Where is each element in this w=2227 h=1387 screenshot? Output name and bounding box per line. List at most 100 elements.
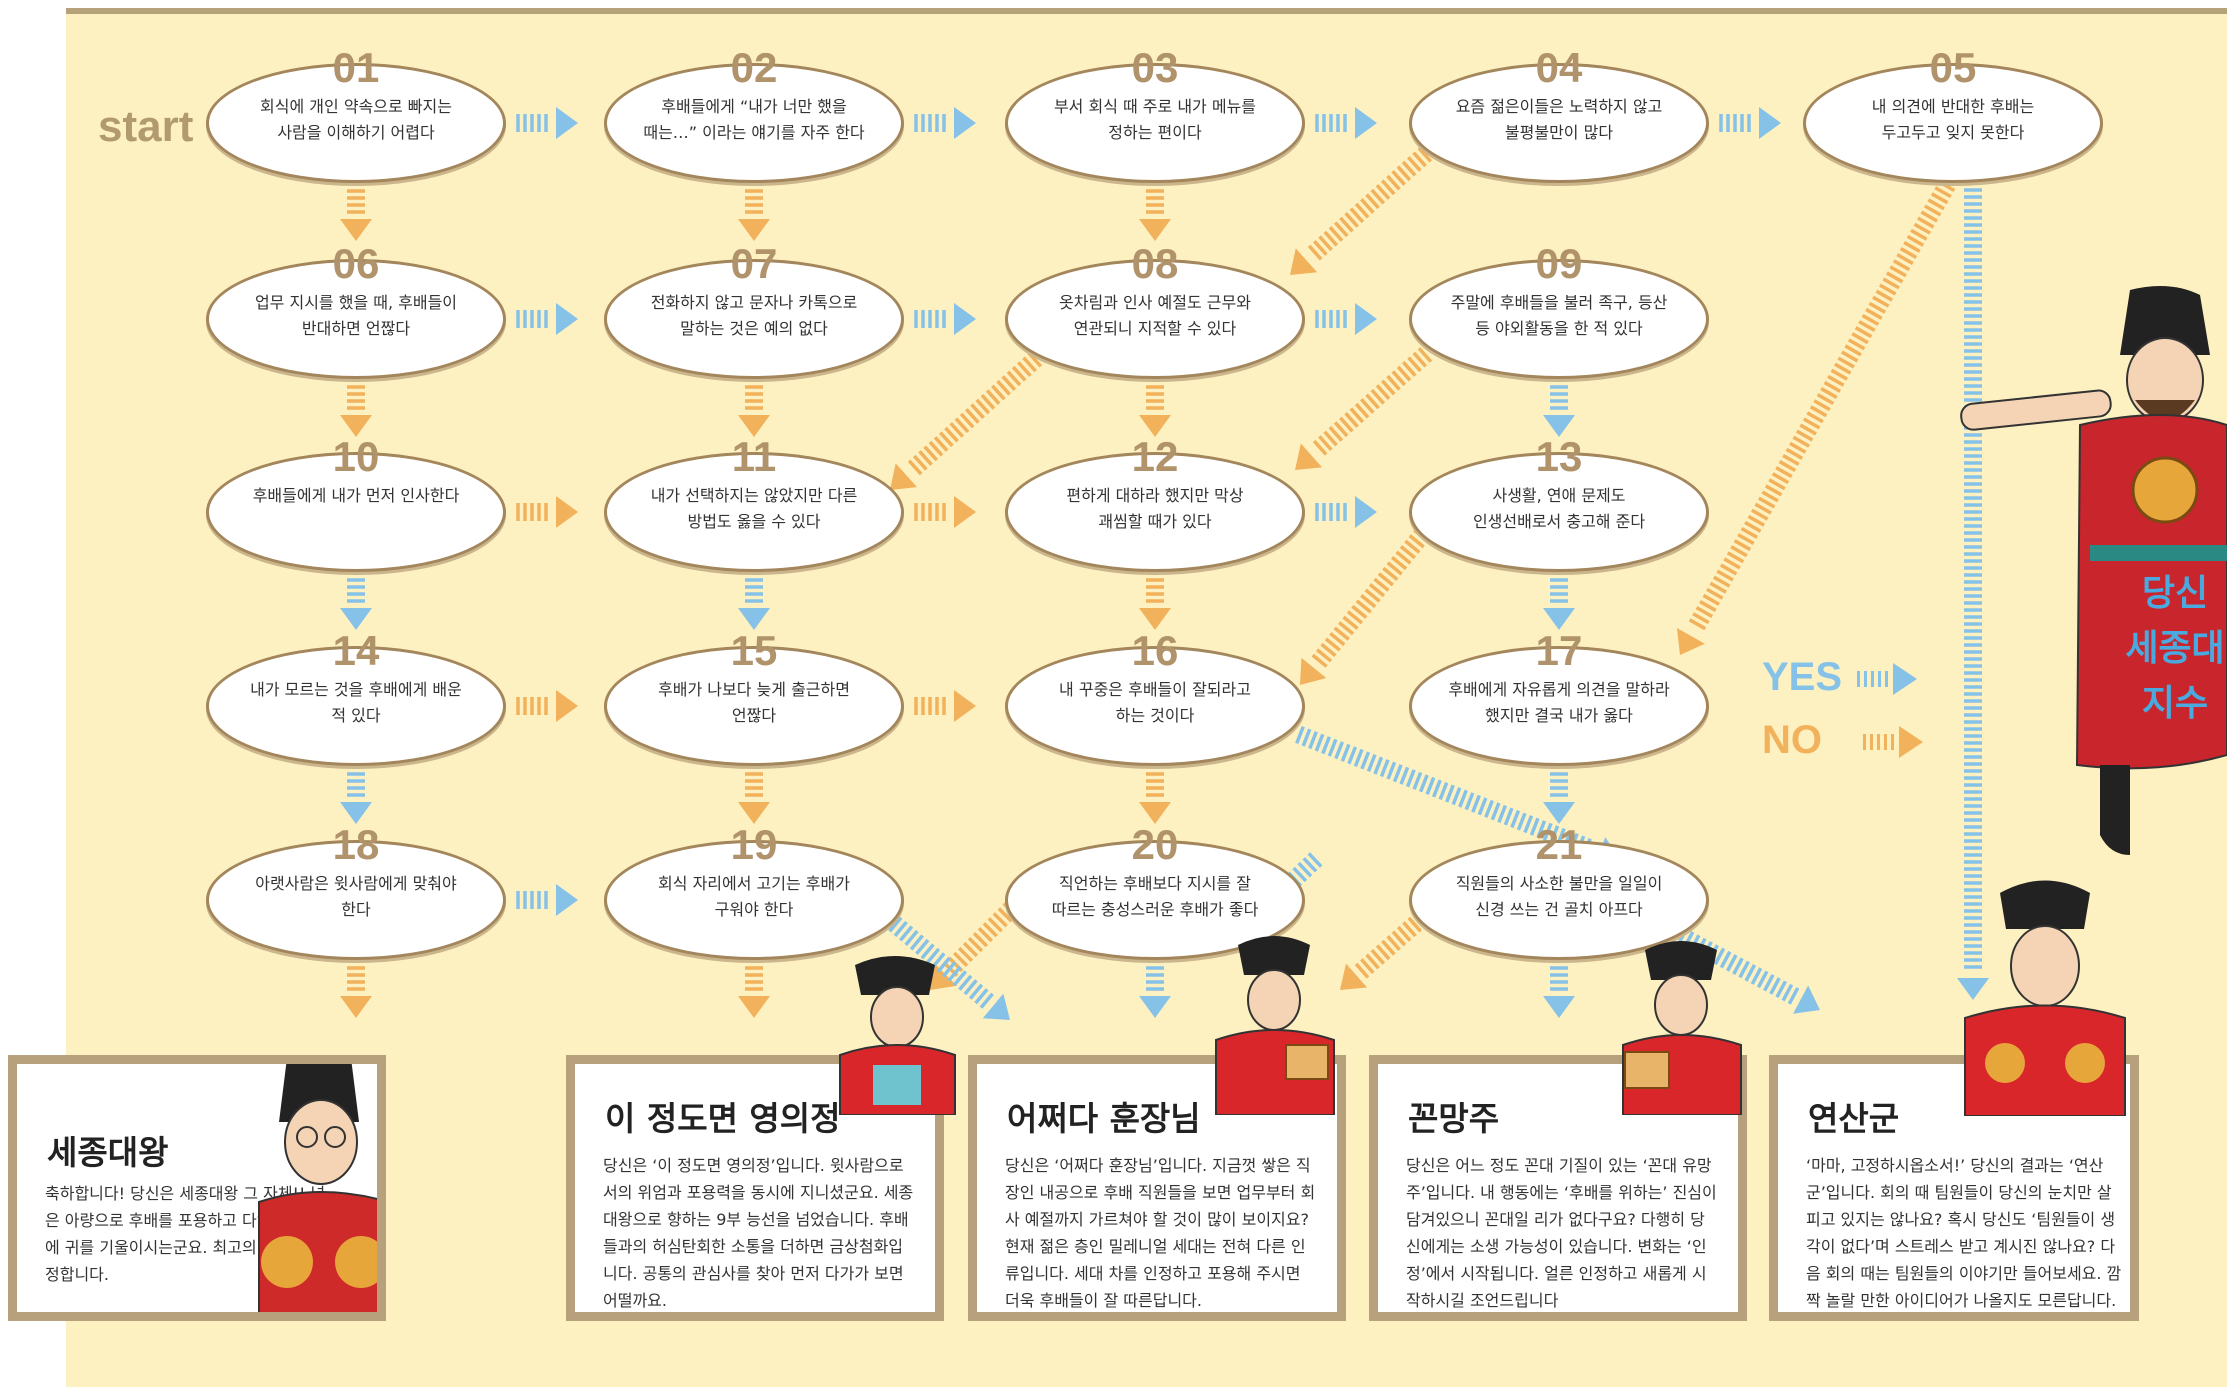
arrow-h-9 xyxy=(1315,496,1377,528)
legend-yes-label: YES xyxy=(1762,655,1843,699)
arrow-d-3 xyxy=(1300,517,1439,685)
result-title: 이 정도면 영의정 xyxy=(605,1099,841,1138)
arrow-d-0 xyxy=(1290,142,1438,275)
question-number: 04 xyxy=(1535,44,1583,91)
question-text: 내 꾸중은 후배들이 잘되라고 하는 것이다 xyxy=(1059,680,1251,725)
question-number: 15 xyxy=(730,627,778,674)
yeonguijeong-character-icon xyxy=(839,956,956,1115)
question-bubble-04: 04 요즘 젊은이들은 노력하지 않고 불평불만이 많다 xyxy=(1409,46,1709,183)
question-text: 후배들에게 “내가 너만 했을 때는…” 이라는 얘기를 자주 한다 xyxy=(643,97,865,142)
king-sejong-illustration: 당신 세종대 지수 xyxy=(1960,286,2227,855)
question-text: 아랫사람은 윗사람에게 맞춰야 한다 xyxy=(255,874,457,919)
arrow-v-9 xyxy=(1139,578,1171,630)
arrow-h-6 xyxy=(1315,303,1377,335)
question-text: 옷차림과 인사 예절도 근무와 연관되니 지적할 수 있다 xyxy=(1059,293,1251,338)
arrow-v-1 xyxy=(738,189,770,241)
arrow-h-11 xyxy=(914,690,976,722)
arrow-v-6 xyxy=(1543,385,1575,437)
arrow-h-12 xyxy=(516,884,578,916)
arrow-d-1 xyxy=(890,347,1048,490)
question-text: 내가 모르는 것을 후배에게 배운 적 있다 xyxy=(250,680,462,725)
question-number: 01 xyxy=(332,44,380,91)
question-text: 업무 지시를 했을 때, 후배들이 반대하면 언짢다 xyxy=(254,293,458,338)
start-label: start xyxy=(98,102,194,151)
question-text: 후배들에게 내가 먼저 인사한다 xyxy=(252,486,460,505)
question-bubble-09: 09 주말에 후배들을 불러 족구, 등산 등 야외활동을 한 적 있다 xyxy=(1409,242,1709,379)
result-title: 어쩌다 훈장님 xyxy=(1007,1099,1201,1138)
question-number: 19 xyxy=(730,821,778,868)
question-bubble-02: 02 후배들에게 “내가 너만 했을 때는…” 이라는 얘기를 자주 한다 xyxy=(604,46,904,183)
result-description: 축하합니다! 당신은 세종대왕 그 자체!! 넓은 아량으로 후배를 포용하고 … xyxy=(45,1184,326,1284)
arrow-h-4 xyxy=(516,303,578,335)
question-bubble-07: 07 전화하지 않고 문자나 카톡으로 말하는 것은 예의 없다 xyxy=(604,242,904,379)
legend-no-label: NO xyxy=(1762,718,1822,762)
legend-no-arrow-icon xyxy=(1863,726,1924,759)
question-number: 06 xyxy=(332,240,380,287)
question-bubble-12: 12 편하게 대하라 했지만 막상 괘씸할 때가 있다 xyxy=(1005,435,1305,572)
result-title: 꼰망주 xyxy=(1408,1099,1500,1138)
question-number: 14 xyxy=(332,627,380,674)
arrow-h-7 xyxy=(516,496,578,528)
arrow-v-13 xyxy=(1139,772,1171,824)
question-bubble-14: 14 내가 모르는 것을 후배에게 배운 적 있다 xyxy=(206,629,506,766)
arrow-h-10 xyxy=(516,690,578,722)
question-text: 요즘 젊은이들은 노력하지 않고 불평불만이 많다 xyxy=(1455,97,1663,142)
result-title: 연산군 xyxy=(1808,1099,1900,1138)
arrow-v-2 xyxy=(1139,189,1171,241)
question-text: 주말에 후배들을 불러 족구, 등산 등 야외활동을 한 적 있다 xyxy=(1450,293,1668,338)
question-text: 사생활, 연애 문제도 인생선배로서 충고해 준다 xyxy=(1472,486,1646,531)
question-text: 회식에 개인 약속으로 빠지는 사람을 이해하기 어렵다 xyxy=(260,97,452,142)
question-number: 11 xyxy=(731,433,777,480)
question-text: 전화하지 않고 문자나 카톡으로 말하는 것은 예의 없다 xyxy=(650,293,858,338)
question-number: 09 xyxy=(1535,240,1583,287)
question-text: 후배에게 자유롭게 의견을 말하라 했지만 결국 내가 옳다 xyxy=(1448,680,1670,725)
arrow-v-10 xyxy=(1543,578,1575,630)
question-text: 부서 회식 때 주로 내가 메뉴를 정하는 편이다 xyxy=(1053,97,1257,142)
arrow-h-1 xyxy=(914,107,976,139)
arrow-h-0 xyxy=(516,107,578,139)
arrow-v-7 xyxy=(340,578,372,630)
question-text: 내가 선택하지는 않았지만 다른 방법도 옳을 수 있다 xyxy=(650,486,858,531)
sejong-character-icon xyxy=(258,1064,377,1312)
question-number: 20 xyxy=(1131,821,1179,868)
arrow-v-4 xyxy=(738,385,770,437)
question-bubble-18: 18 아랫사람은 윗사람에게 맞춰야 한다 xyxy=(206,823,506,960)
question-number: 18 xyxy=(332,821,380,868)
arrow-v-16 xyxy=(738,966,770,1018)
arrow-h-8 xyxy=(914,496,976,528)
arrow-h-2 xyxy=(1315,107,1377,139)
result-description: 당신은 ‘어쩌다 훈장님’입니다. 지금껏 쌓은 직장인 내공으로 후배 직원들… xyxy=(1005,1156,1316,1310)
question-number: 12 xyxy=(1131,433,1179,480)
legend-no: NO xyxy=(1762,718,1929,763)
arrow-v-15 xyxy=(340,966,372,1018)
svg-text:지수: 지수 xyxy=(2142,682,2208,723)
question-text: 편하게 대하라 했지만 막상 괘씸할 때가 있다 xyxy=(1066,486,1244,531)
result-card-sejong: 세종대왕 축하합니다! 당신은 세종대왕 그 자체!! 넓은 아량으로 후배를 … xyxy=(8,1055,386,1321)
question-bubble-11: 11 내가 선택하지는 않았지만 다른 방법도 옳을 수 있다 xyxy=(604,435,904,572)
svg-text:세종대: 세종대 xyxy=(2125,627,2224,668)
svg-text:당신: 당신 xyxy=(2142,572,2208,613)
arrow-v-3 xyxy=(340,385,372,437)
question-number: 07 xyxy=(730,240,778,287)
arrow-d-8 xyxy=(1340,912,1428,990)
arrow-h-5 xyxy=(914,303,976,335)
arrow-v-8 xyxy=(738,578,770,630)
arrow-v-5 xyxy=(1139,385,1171,437)
question-bubble-01: 01 회식에 개인 약속으로 빠지는 사람을 이해하기 어렵다 xyxy=(206,46,506,183)
result-description: 당신은 어느 정도 꼰대 기질이 있는 ‘꼰대 유망주’입니다. 내 행동에는 … xyxy=(1406,1156,1717,1310)
question-number: 02 xyxy=(730,44,778,91)
result-description: 당신은 ‘이 정도면 영의정’입니다. 윗사람으로서의 위엄과 포용력을 동시에… xyxy=(603,1156,914,1310)
arrow-d-2 xyxy=(1295,347,1433,470)
question-bubble-08: 08 옷차림과 인사 예절도 근무와 연관되니 지적할 수 있다 xyxy=(1005,242,1305,379)
question-text: 직원들의 사소한 불만을 일일이 신경 쓰는 건 골치 아프다 xyxy=(1455,874,1663,919)
kkonmangju-character-icon xyxy=(1622,941,1742,1115)
question-number: 08 xyxy=(1131,240,1179,287)
